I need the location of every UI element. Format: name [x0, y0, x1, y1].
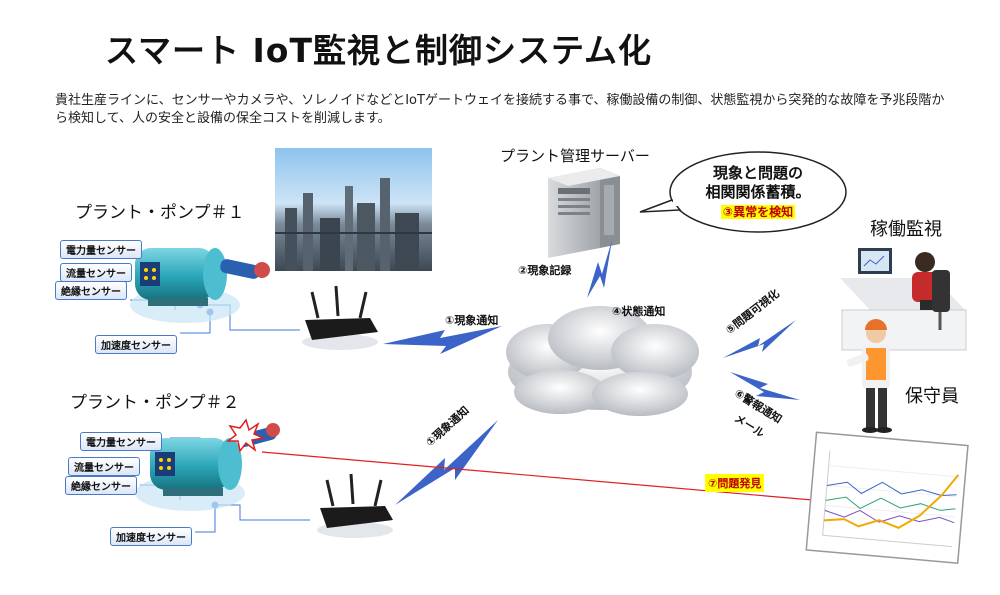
maintenance-label: 保守員	[905, 386, 959, 407]
record-label: ②現象記録	[518, 264, 572, 277]
pump2-illustration	[135, 418, 280, 511]
plant2-insulation-sensor: 絶縁センサー	[65, 476, 137, 495]
failure-burst-icon	[225, 418, 266, 453]
bubble-line1: 現象と問題の	[712, 164, 803, 182]
status-label: ④状態通知	[612, 305, 666, 318]
lightning-notify1	[383, 326, 502, 354]
trend-chart-image	[805, 431, 969, 564]
server-icon	[548, 168, 620, 258]
monitoring-label: 稼働監視	[870, 219, 942, 240]
maintenance-worker-illustration	[846, 319, 892, 433]
plant2-flow-sensor: 流量センサー	[68, 457, 140, 476]
lightning-notify2	[395, 420, 498, 505]
plant1-insulation-sensor: 絶縁センサー	[55, 281, 127, 300]
bubble-line2: 相関関係蓄積。	[705, 183, 811, 201]
server-label: プラント管理サーバー	[500, 147, 650, 165]
plant1-acceleration-sensor: 加速度センサー	[95, 335, 177, 354]
router1-icon	[302, 285, 378, 350]
bubble-text: 現象と問題の 相関関係蓄積。 ③異常を検知	[693, 164, 823, 222]
plant2-acceleration-sensor: 加速度センサー	[110, 527, 192, 546]
description: 貴社生産ラインに、センサーやカメラや、ソレノイドなどとIoTゲートウェイを接続す…	[55, 93, 945, 126]
lightning-visualize	[723, 320, 796, 358]
operator-illustration	[840, 248, 967, 351]
plant1-flow-sensor: 流量センサー	[60, 263, 132, 282]
cloud-icon	[506, 306, 699, 416]
speech-bubble	[639, 151, 847, 233]
alert-line	[261, 451, 871, 506]
plant-photo	[275, 148, 432, 271]
lightning-group	[383, 240, 800, 505]
anomaly-detect-label: ③異常を検知	[720, 205, 796, 219]
plant1-title: プラント・ポンプ＃１	[75, 203, 245, 223]
plant2-title: プラント・ポンプ＃２	[70, 393, 240, 413]
plant1-power-sensor: 電力量センサー	[60, 240, 142, 259]
pump1-illustration	[130, 248, 270, 323]
page-title: スマート IoT監視と制御システム化	[105, 31, 652, 70]
lightning-record	[587, 240, 612, 298]
notify1-label: ①現象通知	[445, 314, 499, 327]
plant2-power-sensor: 電力量センサー	[80, 432, 162, 451]
problem-found-label: ⑦問題発見	[705, 474, 765, 492]
router2-icon	[317, 473, 393, 538]
lightning-alert	[730, 372, 800, 400]
